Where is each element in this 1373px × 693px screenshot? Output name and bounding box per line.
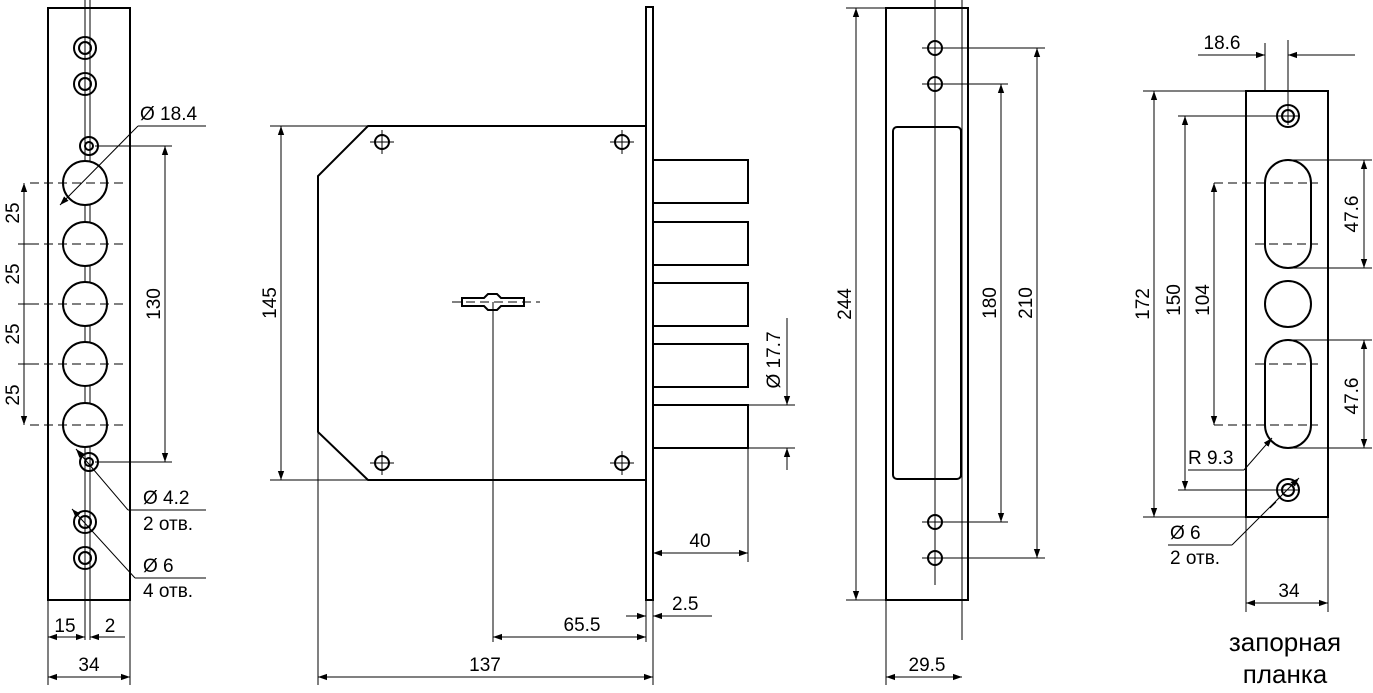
pitch-label-3: 25 — [3, 323, 24, 344]
mount-hole-label: Ø 6 — [143, 556, 174, 577]
backset-dimension-line — [493, 625, 647, 642]
small-hole-leader — [75, 448, 206, 511]
bolt-5 — [652, 404, 749, 449]
mount-hole-leader — [71, 508, 206, 579]
lock-screw-hole-bottom-left — [370, 451, 394, 475]
faceplate-hole-1 — [922, 40, 1045, 56]
span-label: 130 — [144, 288, 165, 320]
small-hole-label: Ø 4.2 — [143, 488, 189, 509]
bolt-diameter-dimension-line — [748, 318, 795, 470]
slot-lower-label: 47.6 — [1342, 378, 1363, 415]
lock-screw-hole-top-right — [610, 130, 634, 154]
mount-hole-bottom-2 — [73, 546, 97, 570]
strike-hole-leader — [1168, 477, 1300, 546]
strike-plate-caption-line2: планка — [1243, 659, 1328, 689]
strike-slot-lower — [1214, 339, 1372, 449]
keyhole — [452, 293, 540, 642]
strike-holes-label: 150 — [1164, 284, 1185, 316]
pitch-label-1: 25 — [3, 202, 24, 223]
mount-hole-top-1 — [73, 36, 97, 60]
pitch-label-4: 25 — [3, 384, 24, 405]
strike-width-dimension-line — [1245, 517, 1329, 612]
faceplate-width-label: 29.5 — [909, 655, 946, 676]
strike-offset-label: 18.6 — [1204, 33, 1241, 54]
small-hole-count: 2 отв. — [143, 514, 193, 535]
faceplate-height-dimension-line — [846, 7, 886, 601]
bolt-2 — [652, 221, 749, 266]
faceplate-hole-4 — [922, 550, 1045, 566]
offset-right-label: 2 — [105, 616, 116, 637]
pitch-label-2: 25 — [3, 263, 24, 284]
bolt-4 — [652, 343, 749, 388]
strike-hole-count: 2 отв. — [1170, 548, 1220, 569]
bolt-throw-label: 40 — [689, 531, 710, 552]
lock-height-dimension-line — [270, 125, 368, 481]
strike-plate-view: 18.6 47.6 47.6 172 150 104 R 9.3 — [1133, 33, 1372, 689]
strike-hole-bottom — [1178, 478, 1300, 502]
mount-hole-bottom-1 — [73, 510, 97, 534]
mount-hole-count: 4 отв. — [143, 581, 193, 602]
span-dimension-line — [95, 145, 172, 463]
faceplate-height-label: 244 — [835, 288, 856, 320]
front-plate-view: 25 25 25 25 130 Ø 18.4 Ø 4.2 2 отв. Ø 6 — [3, 0, 206, 685]
faceplate-slot — [892, 126, 962, 480]
backset-label: 65.5 — [564, 615, 601, 636]
offset-dimension-line — [47, 600, 131, 685]
holes-outer-label: 210 — [1016, 287, 1037, 319]
plate-thickness-dimension-line — [626, 600, 712, 625]
strike-plate-caption-line1: запорная — [1229, 627, 1341, 657]
strike-slot-upper — [1214, 159, 1372, 269]
bolt-3 — [652, 282, 749, 327]
large-hole-label: Ø 18.4 — [140, 104, 197, 125]
width-label: 34 — [78, 655, 100, 676]
strike-slots-label: 104 — [1193, 284, 1214, 316]
strike-plate-outline — [1245, 90, 1329, 518]
bolt-diameter-label: Ø 17.7 — [764, 331, 785, 388]
lock-body-outline — [317, 125, 647, 481]
plate-thickness-label: 2.5 — [672, 594, 698, 615]
lock-screw-hole-top-left — [370, 130, 394, 154]
bolt-hole-1 — [30, 160, 125, 206]
strike-width-label: 34 — [1278, 581, 1300, 602]
bolt-hole-3 — [30, 281, 125, 327]
lock-screw-hole-bottom-right — [610, 451, 634, 475]
lock-faceplate-edge — [645, 6, 654, 601]
holes-inner-label: 180 — [980, 287, 1001, 319]
offset-left-label: 15 — [54, 616, 75, 637]
bolt-1 — [652, 159, 749, 204]
bolt-throw-dimension-line — [653, 448, 749, 562]
strike-hole-middle — [1264, 280, 1312, 328]
lock-length-dimension-line — [317, 432, 654, 685]
faceplate-side-view: 244 180 210 29.5 — [835, 0, 1045, 685]
faceplate-width-dimension-line — [885, 600, 962, 685]
slot-upper-label: 47.6 — [1342, 196, 1363, 233]
mount-hole-top-2 — [73, 72, 97, 96]
faceplate-outline — [885, 7, 969, 601]
pitch-dimension-line — [18, 183, 30, 425]
strike-height-label: 172 — [1133, 288, 1154, 320]
bolt-hole-5 — [30, 402, 125, 448]
radius-leader — [1188, 437, 1273, 471]
lock-height-label: 145 — [260, 287, 281, 319]
lock-length-label: 137 — [469, 655, 501, 676]
faceplate-hole-2 — [922, 76, 1008, 92]
strike-hole-top — [1178, 104, 1300, 128]
lock-body-view: 145 Ø 17.7 40 2.5 65.5 — [260, 6, 795, 685]
strike-hole-label: Ø 6 — [1170, 523, 1201, 544]
faceplate-hole-3 — [922, 514, 1008, 530]
bolt-hole-2 — [30, 221, 125, 267]
strike-height-dimension-line — [1143, 90, 1246, 518]
bolt-hole-4 — [30, 341, 125, 387]
radius-label: R 9.3 — [1188, 448, 1233, 469]
large-hole-leader — [59, 125, 206, 206]
